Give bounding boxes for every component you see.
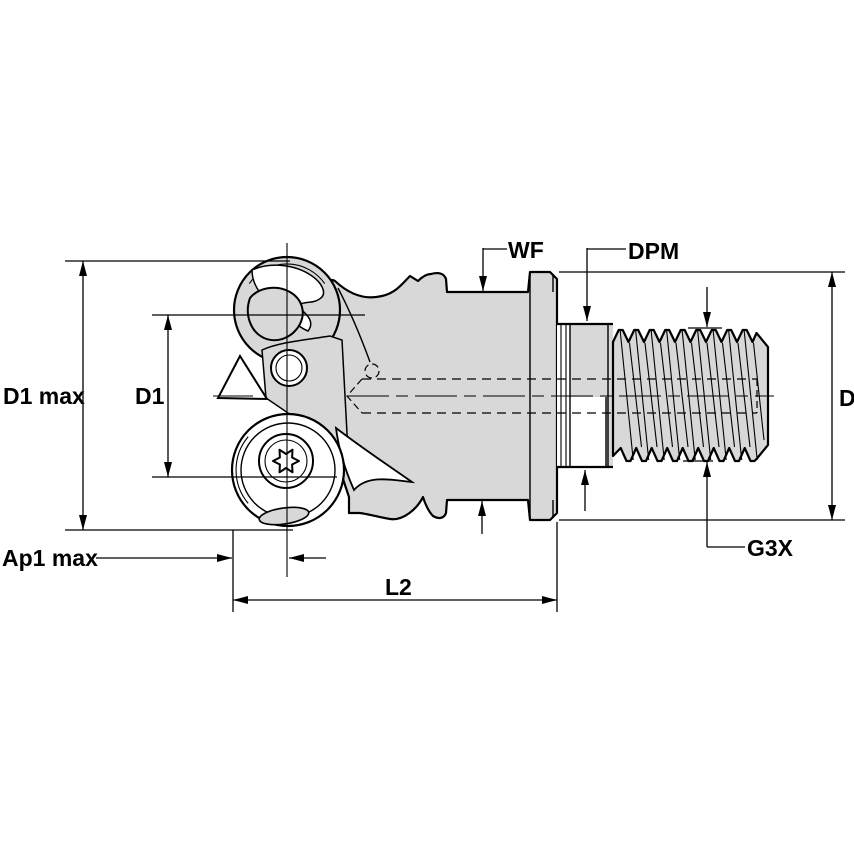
- dim-l2: L2: [233, 522, 558, 612]
- pilot-flat: [570, 397, 606, 466]
- insert-seat-shadow: [258, 506, 310, 526]
- hidden-port: [364, 363, 380, 379]
- dim-d1: D1: [135, 314, 365, 478]
- label-wf: WF: [508, 237, 544, 263]
- label-l2: L2: [385, 574, 412, 600]
- centerlines: [213, 243, 774, 577]
- dim-d: D: [559, 271, 854, 521]
- dim-wf: WF: [478, 237, 544, 534]
- label-d: D: [839, 385, 854, 411]
- label-ap1-max: Ap1 max: [2, 545, 98, 571]
- label-d1: D1: [135, 383, 165, 409]
- top-insert: [246, 286, 304, 342]
- label-dpm: DPM: [628, 238, 679, 264]
- dim-ap1-max: Ap1 max: [2, 530, 326, 612]
- tool-body: [213, 243, 774, 577]
- dimension-annotations: D1 max D1 Ap1 max L2 WF: [2, 237, 854, 612]
- front-round-insert: [230, 412, 346, 528]
- dim-dpm: DPM: [581, 238, 679, 511]
- cutter-head: [216, 255, 416, 528]
- dim-d1-max: D1 max: [3, 260, 293, 531]
- torx-socket: [272, 448, 300, 474]
- flute-edge-line: [337, 287, 371, 363]
- dim-g3x: G3X: [683, 287, 794, 561]
- label-d1-max: D1 max: [3, 383, 85, 409]
- insert-side-flat: [216, 353, 269, 401]
- label-g3x: G3X: [747, 535, 794, 561]
